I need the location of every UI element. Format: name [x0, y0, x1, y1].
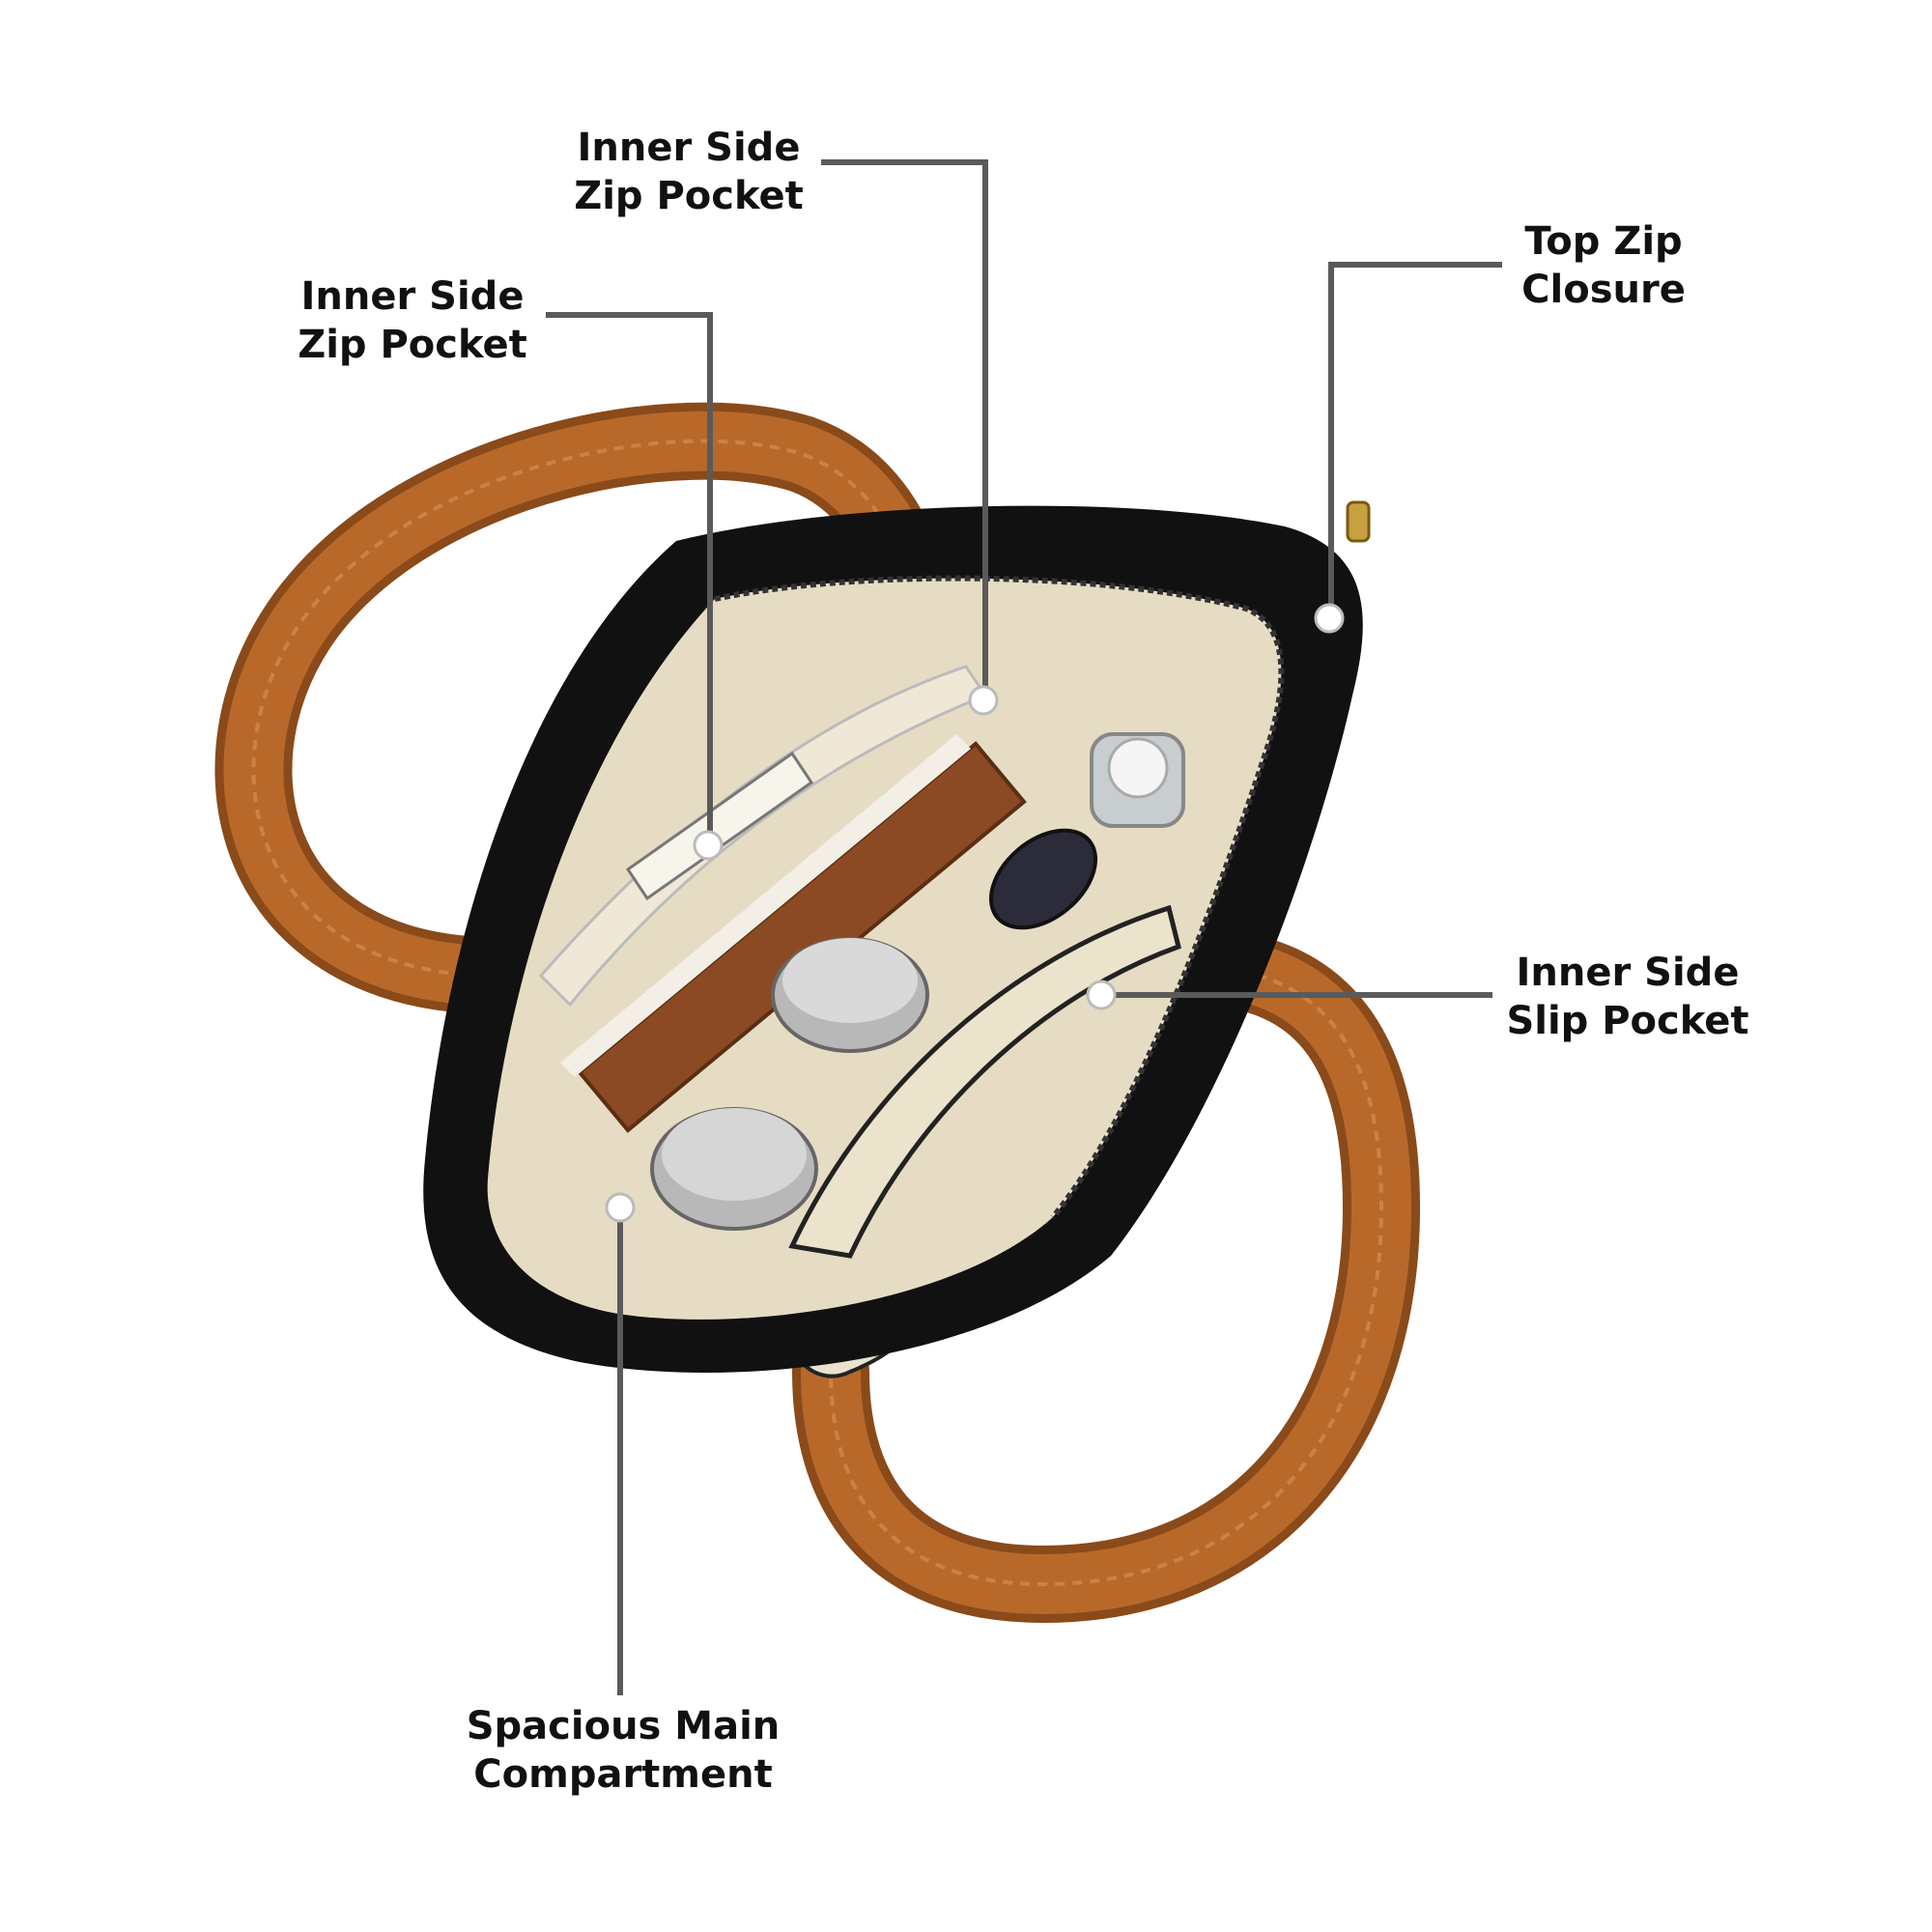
- callout-line1: Inner Side: [300, 274, 525, 319]
- marker-dot-inner-side-slip-pocket: [1086, 980, 1117, 1010]
- callout-inner-side-zip-pocket-top: Inner Side Zip Pocket: [568, 124, 810, 220]
- bag-body: [423, 500, 1371, 1373]
- marker-dot-top-zip-closure: [1314, 603, 1345, 634]
- leader-lines: [546, 159, 1502, 1695]
- callout-top-zip-closure: Top Zip Closure: [1512, 217, 1695, 314]
- leader-line-top-zip-closure: [1328, 262, 1502, 618]
- marker-dot-inner-side-zip-pocket-top: [968, 685, 999, 716]
- callout-line2: Slip Pocket: [1506, 999, 1749, 1043]
- callout-line1: Inner Side: [577, 126, 801, 170]
- marker-dots: [605, 603, 1345, 1223]
- callout-spacious-main-compartment: Spacious Main Compartment: [464, 1702, 782, 1799]
- callout-line1: Spacious Main: [466, 1704, 781, 1748]
- left-handle: [214, 402, 947, 1014]
- callout-line2: Zip Pocket: [298, 323, 527, 367]
- marker-dot-spacious-main-compartment: [605, 1192, 636, 1223]
- leader-line-inner-side-zip-pocket-left: [546, 312, 713, 845]
- callout-line1: Top Zip: [1524, 219, 1683, 264]
- callout-inner-side-zip-pocket-left: Inner Side Zip Pocket: [292, 272, 533, 369]
- callout-line2: Closure: [1521, 268, 1686, 312]
- callout-line2: Zip Pocket: [574, 174, 804, 218]
- right-handle: [792, 927, 1421, 1624]
- callout-line2: Compartment: [473, 1752, 773, 1797]
- callout-line1: Inner Side: [1516, 951, 1740, 995]
- callout-inner-side-slip-pocket: Inner Side Slip Pocket: [1502, 949, 1753, 1045]
- marker-dot-inner-side-zip-pocket-left: [693, 830, 724, 861]
- bag-contents: [538, 665, 1185, 1259]
- leader-line-inner-side-zip-pocket-top: [821, 159, 988, 700]
